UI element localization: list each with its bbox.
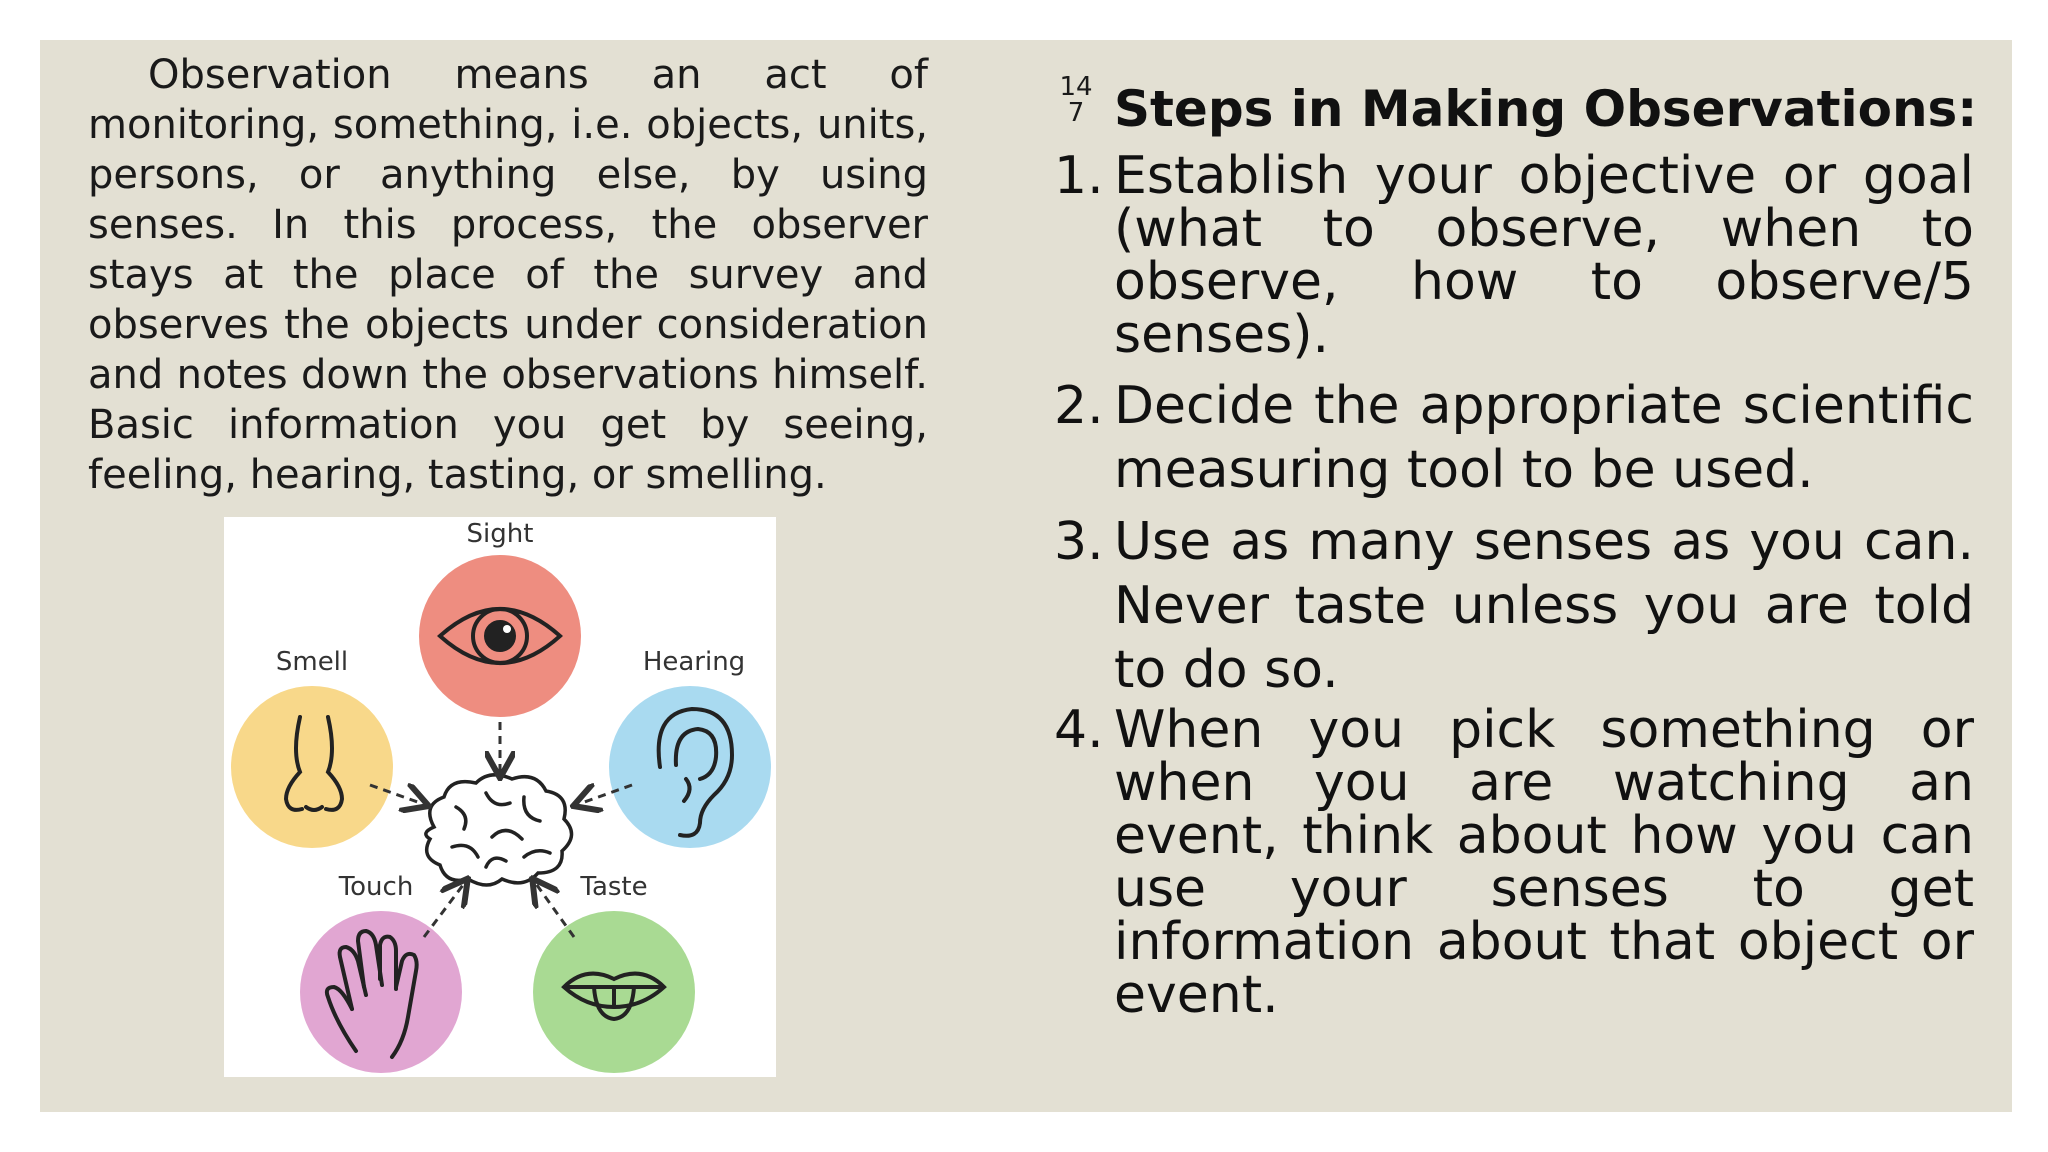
observation-definition: Observation means an act of monitoring, …	[88, 52, 928, 498]
smell-circle	[231, 686, 393, 848]
page-number-bottom: 7	[1067, 98, 1085, 128]
five-senses-diagram: Sight Smell Hearing Touch Taste	[224, 517, 776, 1077]
taste-arrow	[534, 881, 576, 938]
brain-icon	[424, 773, 574, 887]
step-text: When you pick something or when you are …	[1114, 700, 1974, 1025]
step-number: 3.	[1054, 512, 1104, 572]
step-number: 4.	[1054, 700, 1104, 760]
nose-icon	[283, 715, 345, 812]
taste-label: Taste	[579, 872, 647, 902]
step-item: 4. When you pick something or when you a…	[1054, 704, 1974, 1022]
ear-icon	[656, 706, 735, 838]
step-item: 1. Establish your objective or goal (wha…	[1054, 150, 1974, 362]
hand-icon	[324, 929, 419, 1059]
step-number: 2.	[1054, 376, 1104, 436]
step-number: 1.	[1054, 146, 1104, 206]
step-item: 3. Use as many senses as you can. Never …	[1054, 510, 1974, 702]
eye-icon	[437, 607, 563, 665]
five-senses-svg: Sight Smell Hearing Touch Taste	[231, 519, 771, 1073]
steps-title: Steps in Making Observations:	[1114, 80, 1978, 138]
touch-label: Touch	[338, 872, 414, 902]
touch-arrow	[422, 881, 466, 938]
touch-circle	[300, 911, 462, 1073]
smell-label: Smell	[276, 647, 348, 677]
hearing-label: Hearing	[643, 647, 745, 677]
page-number: 14 7	[1058, 74, 1094, 126]
step-item: 2. Decide the appropriate scientific mea…	[1054, 374, 1974, 502]
step-text: Decide the appropriate scientific measur…	[1114, 376, 1974, 500]
step-text: Establish your objective or goal (what t…	[1114, 146, 1974, 365]
mouth-icon	[561, 971, 667, 1022]
hearing-circle	[609, 686, 771, 848]
steps-list: 1. Establish your objective or goal (wha…	[1054, 150, 1974, 1022]
slide: Observation means an act of monitoring, …	[40, 40, 2012, 1112]
hearing-arrow	[576, 785, 633, 805]
smell-arrow	[369, 785, 426, 805]
step-text: Use as many senses as you can. Never tas…	[1114, 512, 1974, 700]
sight-label: Sight	[467, 519, 534, 549]
page-number-top: 14	[1059, 72, 1093, 102]
